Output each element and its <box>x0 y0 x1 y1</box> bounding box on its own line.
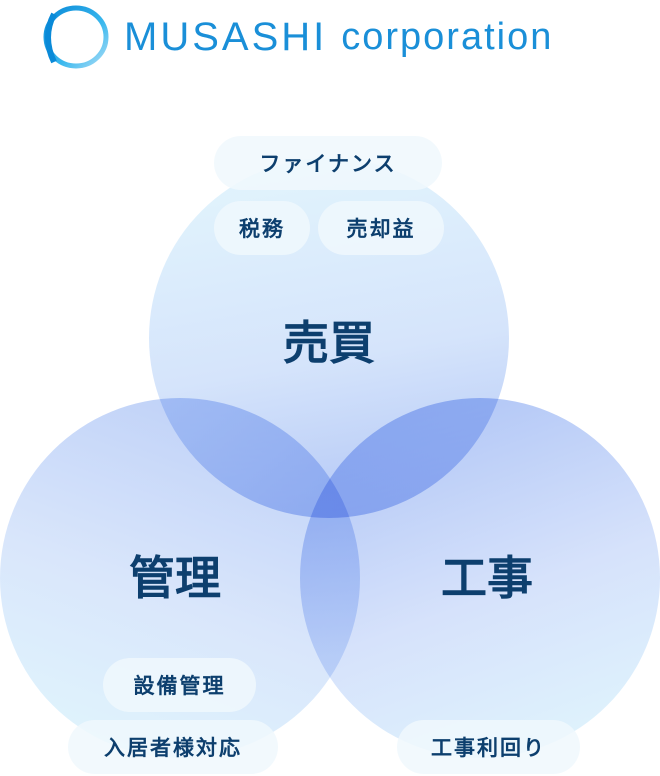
brand-suffix: corporation <box>341 15 554 58</box>
logo-ring-icon <box>43 5 109 69</box>
sales-title: 売買 <box>283 316 375 370</box>
construction-title: 工事 <box>441 551 533 605</box>
management-title: 管理 <box>129 551 221 605</box>
circle-construction <box>300 398 660 758</box>
brand-name: MUSASHI <box>124 14 328 59</box>
tag-tax: 税務 <box>214 201 310 255</box>
company-logo: MUSASHI corporation <box>40 4 553 70</box>
tag-construction-yield: 工事利回り <box>397 720 580 774</box>
tag-finance: ファイナンス <box>214 136 442 190</box>
tag-sale-profit: 売却益 <box>318 201 444 255</box>
tag-facility-management: 設備管理 <box>103 658 256 712</box>
tag-tenant-support: 入居者様対応 <box>68 720 278 774</box>
